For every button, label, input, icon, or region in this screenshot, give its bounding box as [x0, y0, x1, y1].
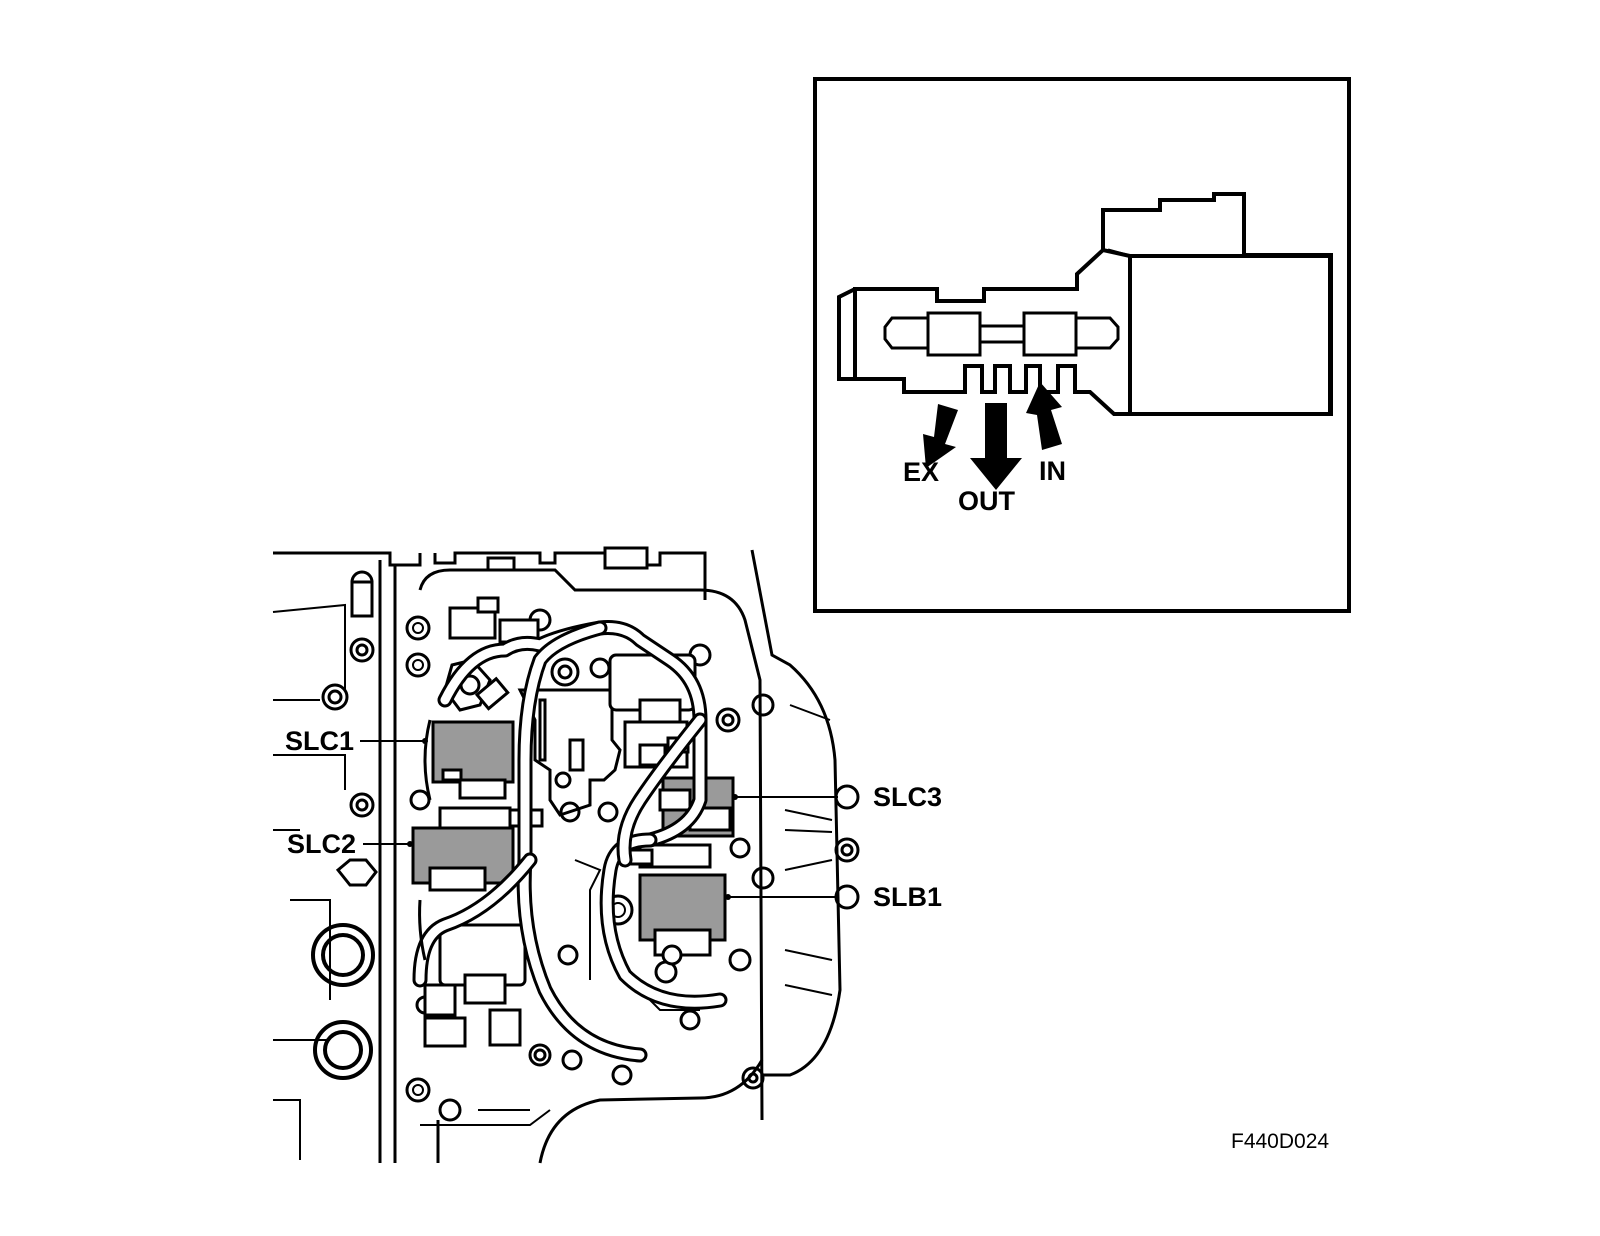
wire-harness [412, 620, 728, 1063]
slc2-solenoid [411, 806, 544, 892]
transmission-case-right [741, 549, 860, 1090]
spool-valve [883, 311, 1120, 357]
slc2-label: SLC2 [287, 829, 356, 859]
valve-body-assembly-view: SLC1 SLC2 SLC3 SLB1 [272, 546, 942, 1164]
ex-flow-arrow [923, 404, 958, 468]
slb1-label: SLB1 [873, 882, 942, 912]
slc1-label: SLC1 [285, 726, 354, 756]
callout-slc3: SLC3 [732, 782, 942, 812]
slc1-solenoid [431, 658, 515, 800]
valve-body [837, 247, 1132, 416]
slc3-label: SLC3 [873, 782, 942, 812]
valve-body-bolts [405, 608, 752, 1122]
in-port-label: IN [1039, 456, 1066, 486]
lower-solenoid [423, 923, 527, 1048]
transmission-case-top [418, 546, 764, 1164]
callout-slc2: SLC2 [287, 829, 413, 859]
slb1-solenoid [626, 843, 727, 966]
callout-slc1: SLC1 [285, 726, 428, 756]
valve-body-channels [420, 688, 700, 1126]
detail-frame [813, 77, 1351, 613]
callout-slb1: SLB1 [725, 882, 942, 912]
out-flow-arrow [970, 403, 1022, 490]
ex-port-label: EX [903, 457, 939, 487]
transmission-case-left [272, 551, 422, 1163]
solenoid-valve-detail: EX OUT IN [813, 77, 1351, 613]
out-port-label: OUT [958, 486, 1016, 516]
in-flow-arrow [1026, 382, 1062, 450]
figure-code: F440D024 [1231, 1130, 1329, 1153]
